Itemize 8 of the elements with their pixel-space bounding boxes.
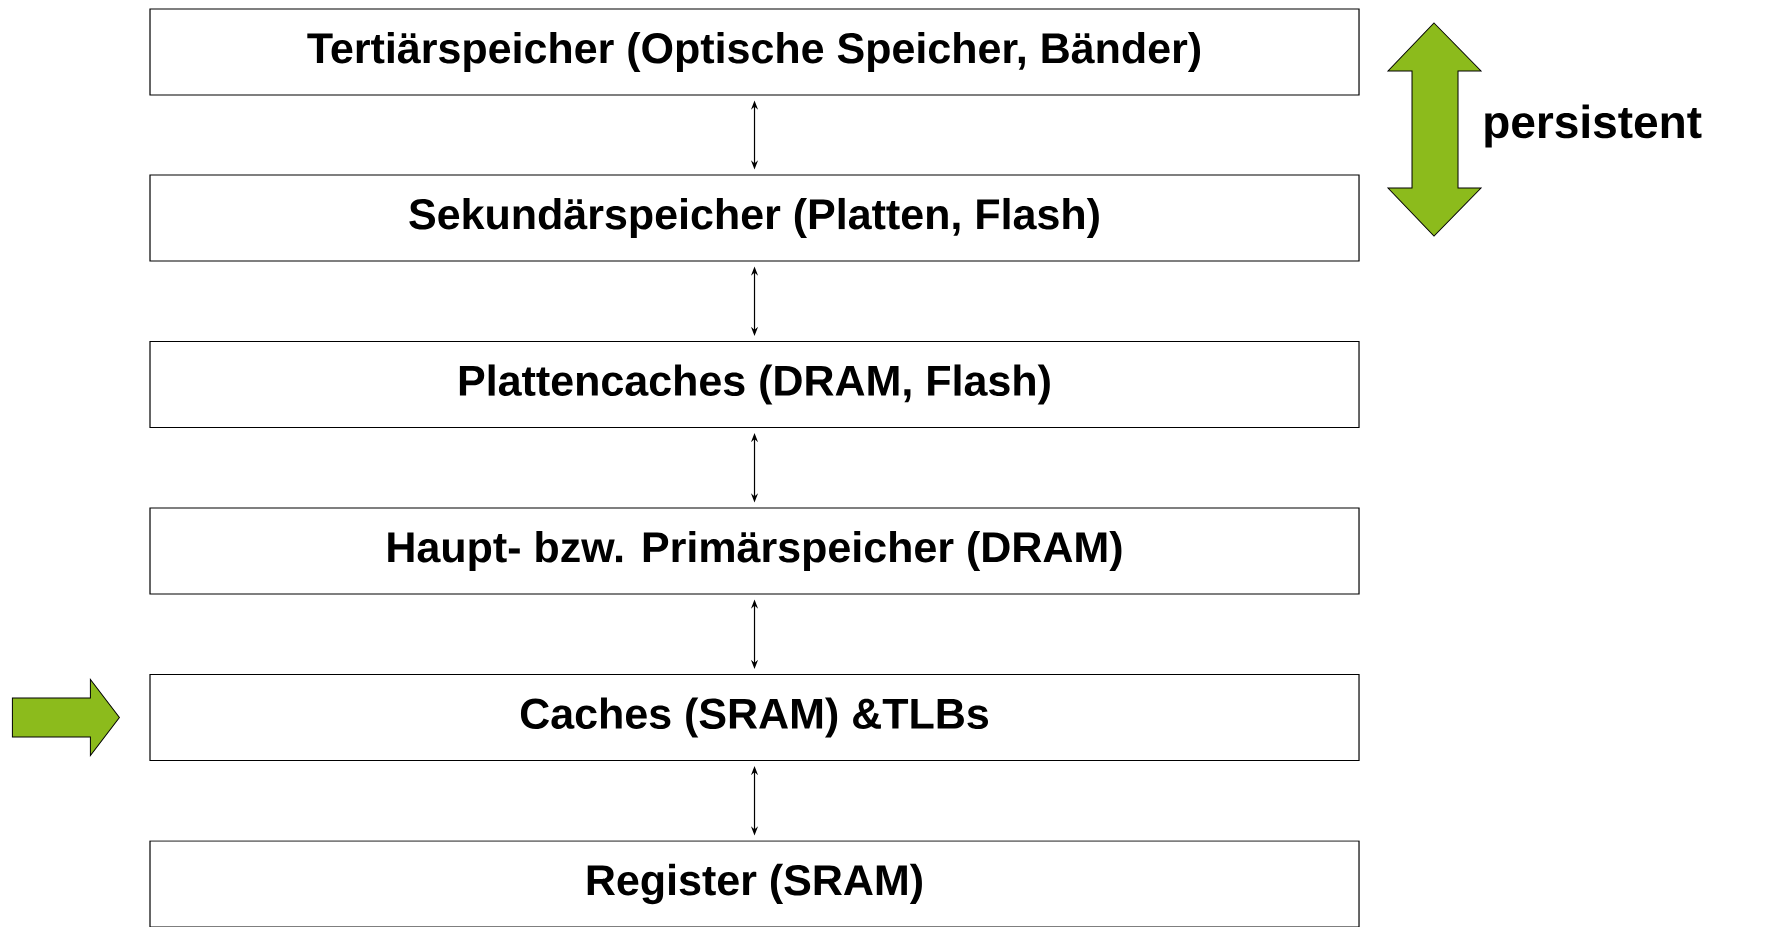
- memory-level-box: Plattencaches (DRAM, Flash): [149, 340, 1360, 429]
- memory-level-box: Tertiärspeicher (Optische Speicher, Bänder): [149, 8, 1360, 96]
- memory-level-box: Sekundärspeicher (Platten, Flash): [149, 174, 1360, 262]
- block-arrow: [11, 679, 120, 756]
- memory-level-box: Haupt- bzw. Primärspeicher (DRAM): [149, 507, 1360, 595]
- memory-level-box: Caches (SRAM) &TLBs: [149, 673, 1360, 762]
- memory-level-box: Register (SRAM): [149, 840, 1360, 927]
- side-label: persistent: [1485, 104, 1702, 148]
